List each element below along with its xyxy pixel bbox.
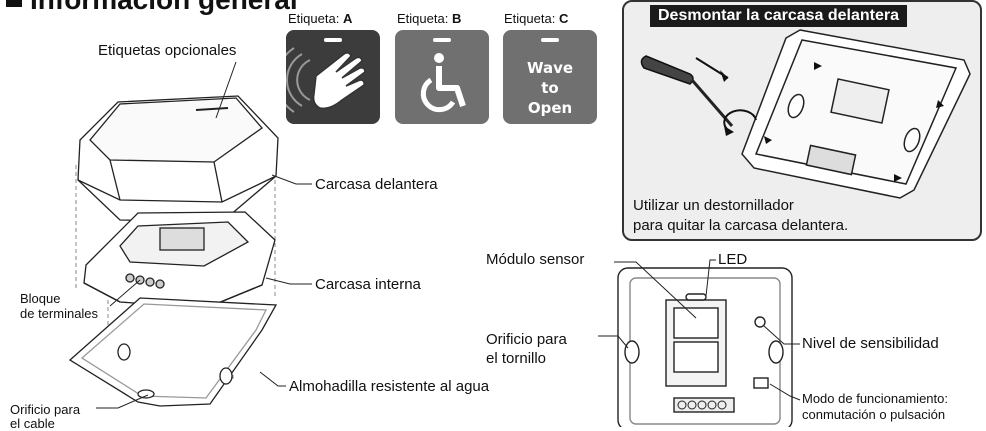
label-screw-hole: Orificio para el tornillo bbox=[486, 331, 567, 367]
tag-a-hand bbox=[286, 30, 380, 124]
tag-slot bbox=[541, 38, 559, 42]
label-led: LED bbox=[718, 251, 748, 268]
tag-b-caption: Etiqueta: B bbox=[397, 11, 462, 26]
label-operation-mode: Modo de funcionamiento: conmutación o pu… bbox=[802, 391, 948, 422]
panel-instructions: Utilizar un destornillador para quitar l… bbox=[633, 197, 849, 234]
tag-a-caption: Etiqueta: A bbox=[288, 11, 353, 26]
remove-cover-drawing bbox=[640, 29, 971, 199]
heading-bullet bbox=[6, 0, 22, 7]
tag-c-wave-to-open: Wave to Open bbox=[503, 30, 597, 124]
wave-to-open-text: Wave to Open bbox=[526, 59, 574, 117]
label-waterproof-pad: Almohadilla resistente al agua bbox=[289, 378, 490, 395]
label-sensitivity-level: Nivel de sensibilidad bbox=[802, 335, 939, 352]
tag-c-caption: Etiqueta: C bbox=[504, 11, 569, 26]
section-heading: Información general bbox=[6, 0, 298, 16]
hand-wave-icon bbox=[286, 47, 366, 113]
tag-slot bbox=[433, 38, 451, 42]
label-front-cover: Carcasa delantera bbox=[315, 176, 438, 193]
screwdriver-icon bbox=[640, 55, 734, 127]
sensor-module-drawing bbox=[598, 259, 801, 427]
label-sensor-module: Módulo sensor bbox=[486, 251, 585, 268]
label-terminal-block: Bloque de terminales bbox=[20, 291, 99, 321]
tag-slot bbox=[324, 38, 342, 42]
tag-b-wheelchair bbox=[395, 30, 489, 124]
exploded-view-drawing bbox=[68, 61, 312, 409]
wheelchair-icon bbox=[420, 53, 466, 113]
label-optional-tags: Etiquetas opcionales bbox=[98, 42, 237, 59]
panel-title: Desmontar la carcasa delantera bbox=[650, 5, 908, 27]
label-inner-housing: Carcasa interna bbox=[315, 276, 421, 293]
